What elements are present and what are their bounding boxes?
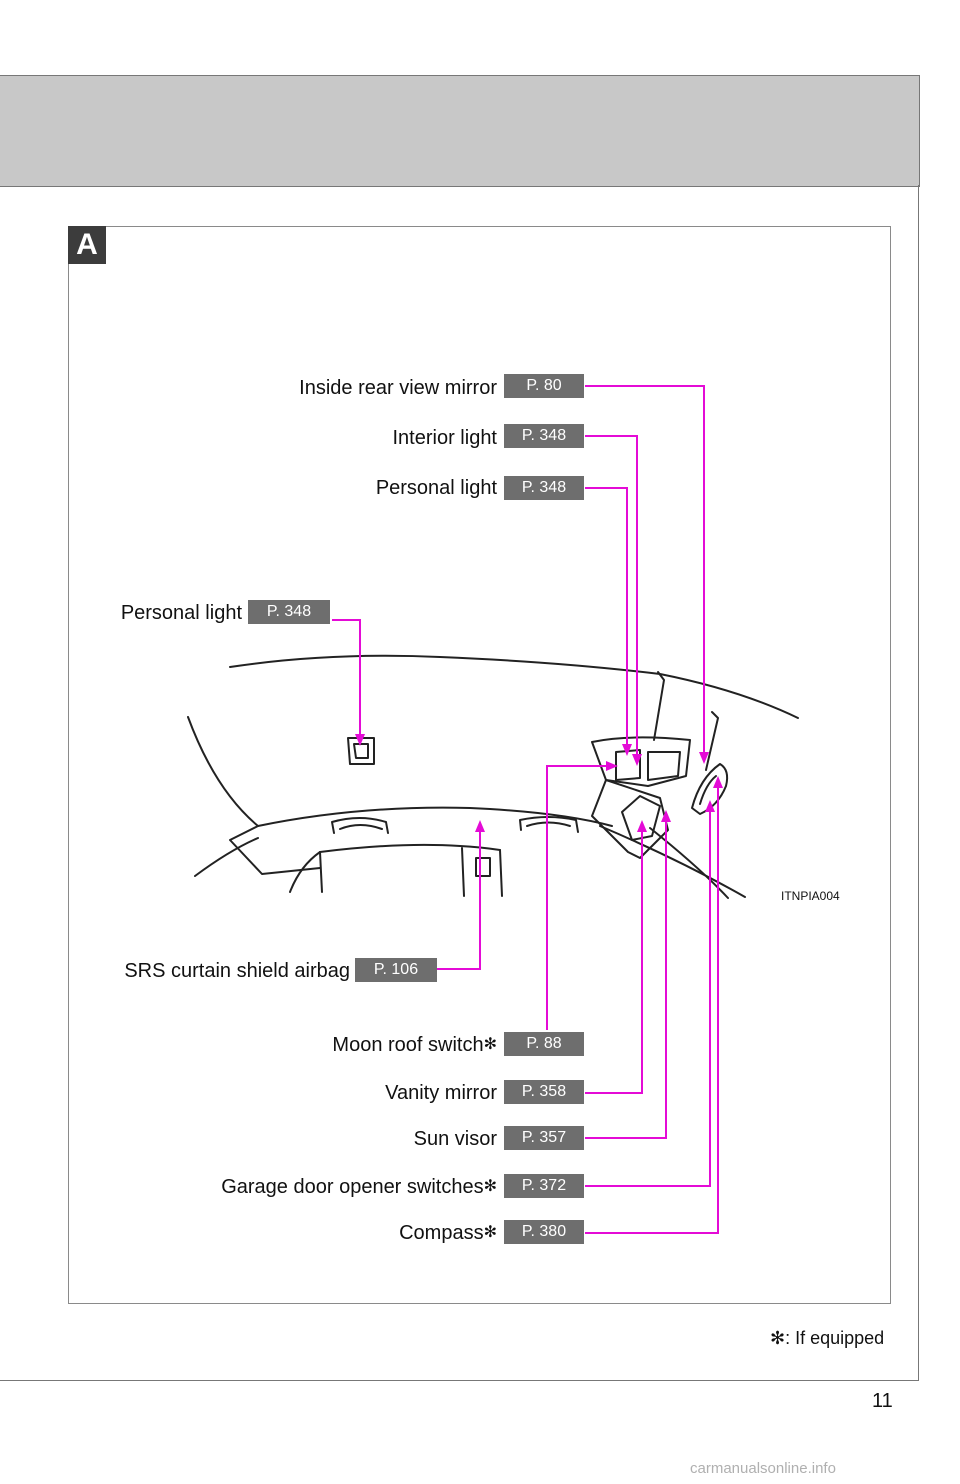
optional-asterisk-icon: ✻	[483, 1036, 497, 1053]
image-code: ITNPIA004	[781, 889, 840, 903]
inside-mirror	[691, 763, 729, 815]
arrowhead-compass	[713, 776, 723, 788]
console-lens-2	[647, 751, 681, 781]
inside-mirror-inner	[699, 775, 717, 805]
callout-label-moon-roof-switch: Moon roof switch✻	[332, 1034, 497, 1057]
callout-label-personal-light-front: Personal light	[375, 477, 497, 499]
page-ref-interior-light[interactable]: P. 348	[504, 424, 584, 448]
arrowhead-vanity-mirror	[637, 820, 647, 832]
grab-handle-left	[331, 817, 389, 834]
side-curve-right	[599, 825, 746, 898]
right-margin-rule	[918, 185, 919, 1381]
page-ref-garage-door-opener-switches[interactable]: P. 372	[504, 1174, 584, 1198]
leader-garage-door-opener	[585, 806, 711, 1187]
rear-pillar-line	[187, 716, 259, 827]
callout-label-sun-visor: Sun visor	[413, 1128, 497, 1150]
page-ref-inside-rear-view-mirror[interactable]: P. 80	[504, 374, 584, 398]
footnote: ✻: If equipped	[770, 1328, 884, 1349]
garage-door-opener-text: Garage door opener switches	[221, 1176, 484, 1198]
grab-handle-left-inner	[339, 824, 383, 830]
grab-handle-right-inner	[526, 821, 571, 827]
callout-label-inside-rear-view-mirror: Inside rear view mirror	[299, 377, 497, 399]
page-ref-srs-curtain-shield-airbag[interactable]: P. 106	[355, 958, 437, 982]
rear-seat-right	[499, 849, 503, 897]
rear-window-top	[319, 843, 501, 853]
rear-window-left	[289, 851, 321, 893]
section-tag: A	[68, 226, 106, 264]
arrowhead-garage-door-opener	[705, 800, 715, 812]
sun-visor-shape	[591, 779, 669, 859]
overhead-console	[591, 736, 691, 787]
personal-light-rear-shape	[347, 737, 375, 765]
page-ref-vanity-mirror[interactable]: P. 358	[504, 1080, 584, 1104]
page-ref-sun-visor[interactable]: P. 357	[504, 1126, 584, 1150]
side-curve-left	[194, 837, 259, 877]
roof-outline	[229, 654, 799, 719]
callout-label-srs-curtain-shield-airbag: SRS curtain shield airbag	[124, 960, 350, 982]
arrowhead-interior-light	[632, 754, 642, 766]
footnote-text: : If equipped	[785, 1328, 885, 1348]
arrowhead-inside-rear-view-mirror	[699, 752, 709, 764]
optional-asterisk-icon: ✻	[483, 1224, 497, 1241]
arrowhead-moon-roof-switch	[606, 761, 618, 771]
rear-seat-left	[319, 851, 323, 893]
leader-personal-light-front	[585, 487, 628, 750]
leader-inside-rear-view-mirror	[585, 385, 705, 758]
console-lens-1	[615, 749, 641, 781]
arrowhead-personal-light-front	[622, 744, 632, 756]
arrowhead-srs-curtain-shield-airbag	[475, 820, 485, 832]
rear-seat-mid	[461, 847, 465, 897]
footnote-asterisk-icon: ✻	[770, 1328, 786, 1348]
optional-asterisk-icon: ✻	[483, 1178, 497, 1195]
leader-interior-light	[585, 435, 638, 760]
callout-label-interior-light: Interior light	[392, 427, 498, 449]
callout-label-personal-light-rear: Personal light	[120, 602, 242, 624]
bottom-rule	[0, 1380, 919, 1381]
headliner-edge	[257, 806, 613, 827]
arrowhead-sun-visor	[661, 810, 671, 822]
leader-moon-roof-switch	[546, 765, 612, 1030]
compass-text: Compass	[399, 1222, 484, 1244]
arrowhead-personal-light-rear	[355, 734, 365, 746]
personal-light-rear-inner	[353, 743, 369, 759]
leader-vanity-mirror	[585, 826, 643, 1094]
page-ref-personal-light-front[interactable]: P. 348	[504, 476, 584, 500]
watermark: carmanualsonline.info	[690, 1460, 836, 1477]
seatbelt-anchor	[475, 857, 491, 877]
rear-window-frame	[229, 825, 321, 875]
leader-srs-curtain-shield-airbag	[437, 826, 481, 970]
callout-label-vanity-mirror: Vanity mirror	[385, 1082, 497, 1104]
page-ref-personal-light-rear[interactable]: P. 348	[248, 600, 330, 624]
page-ref-moon-roof-switch[interactable]: P. 88	[504, 1032, 584, 1056]
callout-label-garage-door-opener-switches: Garage door opener switches✻	[221, 1176, 497, 1199]
vanity-mirror-shape	[621, 795, 661, 841]
front-pillar	[649, 827, 729, 899]
leader-sun-visor	[585, 816, 667, 1139]
page-number: 11	[872, 1390, 893, 1412]
mirror-mount	[653, 671, 665, 741]
moon-roof-switch-text: Moon roof switch	[332, 1034, 484, 1056]
mirror-stem	[705, 711, 719, 771]
leader-personal-light-rear	[332, 619, 361, 740]
leader-compass	[585, 782, 719, 1234]
callout-label-compass: Compass✻	[399, 1222, 497, 1245]
page-ref-compass[interactable]: P. 380	[504, 1220, 584, 1244]
header-band	[0, 75, 920, 187]
diagram-panel	[68, 226, 891, 1304]
